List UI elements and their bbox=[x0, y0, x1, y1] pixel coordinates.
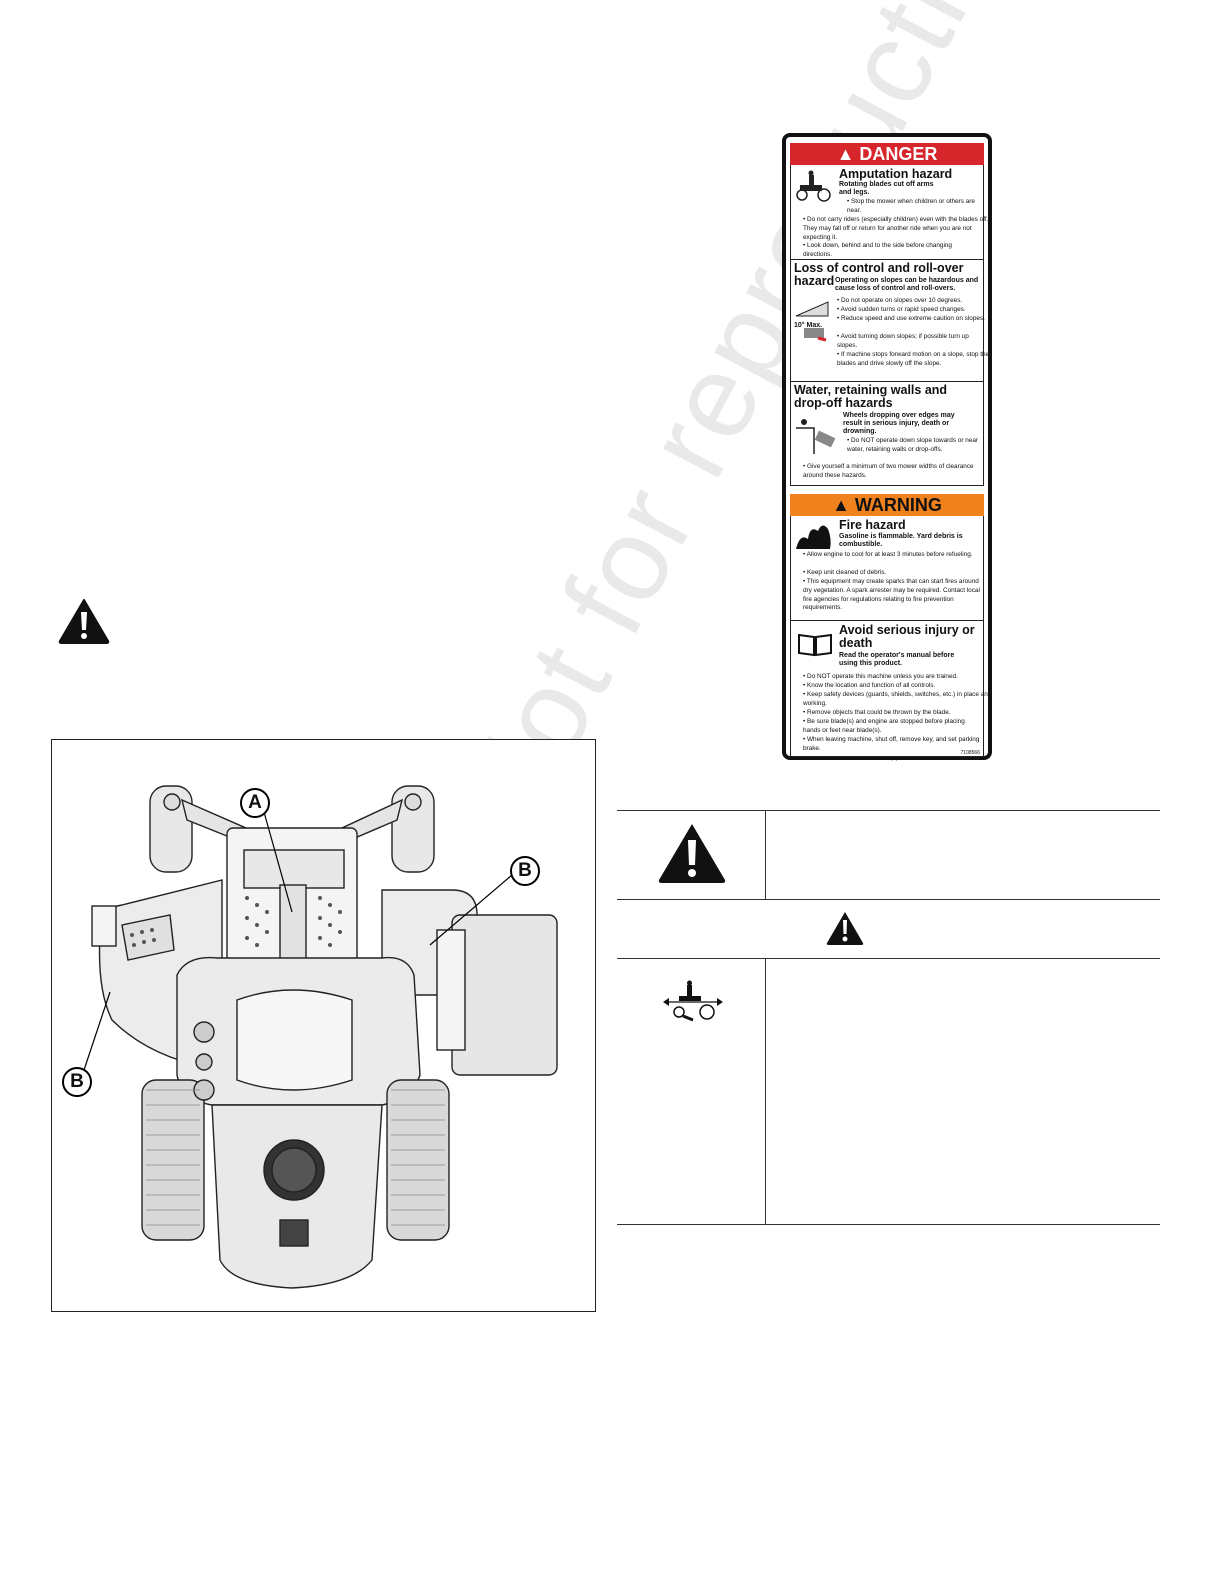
fire-bullet-2: • Keep unit cleaned of debris. bbox=[803, 569, 887, 576]
mower-top-view-drawing bbox=[83, 785, 558, 1289]
injury-bullet-4: • Remove objects that could be thrown by… bbox=[803, 709, 951, 716]
slope-max-label: 10° Max. bbox=[794, 322, 823, 329]
water-bullet-2: • Give yourself a minimum of two mower w… bbox=[803, 463, 974, 479]
warning-header: ▲ WARNING bbox=[790, 494, 984, 516]
injury-bullet-2: • Know the location and function of all … bbox=[803, 682, 936, 689]
injury-subtitle: Read the operator's manual before using … bbox=[839, 652, 955, 667]
rollover-section: Loss of control and roll-over hazard Ope… bbox=[790, 260, 989, 382]
callout-a: A bbox=[240, 788, 270, 818]
amputation-section: Amputation hazard Rotating blades cut of… bbox=[790, 165, 988, 260]
warning-triangle-icon bbox=[58, 599, 110, 644]
rollover-title: Loss of control and roll-over hazard bbox=[794, 261, 964, 288]
amputation-bullet-3: • Look down, behind and to the side befo… bbox=[803, 242, 952, 258]
warning-triangle-icon bbox=[826, 912, 864, 945]
amputation-subtitle: Rotating blades cut off arms and legs. bbox=[839, 181, 934, 196]
rollover-bullet-3: • Reduce speed and use extreme caution o… bbox=[837, 315, 985, 322]
amputation-bullet-1: • Stop the mower when children or others… bbox=[847, 198, 975, 214]
fire-icon bbox=[796, 525, 831, 549]
rollover-bullet-1: • Do not operate on slopes over 10 degre… bbox=[837, 297, 963, 304]
manual-book-icon bbox=[798, 633, 832, 657]
fire-title: Fire hazard bbox=[839, 518, 906, 532]
warning-triangle-icon bbox=[658, 824, 726, 883]
rollover-bullet-2: • Avoid sudden turns or rapid speed chan… bbox=[837, 306, 966, 313]
fire-section: Fire hazard Gasoline is flammable. Yard … bbox=[790, 516, 984, 621]
water-subtitle: Wheels dropping over edges may result in… bbox=[843, 412, 955, 435]
injury-bullet-5: • Be sure blade(s) and engine are stoppe… bbox=[803, 718, 965, 734]
injury-bullet-6: • When leaving machine, shut off, remove… bbox=[803, 736, 980, 752]
mower-rider-arrows-icon bbox=[663, 980, 723, 1022]
injury-bullet-1: • Do NOT operate this machine unless you… bbox=[803, 673, 958, 680]
fire-bullet-3: • This equipment may create sparks that … bbox=[803, 578, 980, 612]
water-title: Water, retaining walls and drop-off haza… bbox=[794, 383, 948, 410]
mower-figure: A B B bbox=[51, 739, 596, 1312]
rollover-subtitle: Operating on slopes can be hazardous and… bbox=[835, 277, 979, 292]
water-bullet-1: • Do NOT operate down slope towards or n… bbox=[847, 437, 979, 453]
rollover-bullet-4: • Avoid turning down slopes; if possible… bbox=[837, 333, 969, 349]
amputation-title: Amputation hazard bbox=[839, 167, 953, 181]
warning-header-text: WARNING bbox=[854, 495, 942, 515]
safety-table bbox=[617, 810, 1160, 1225]
callout-b-right: B bbox=[510, 856, 540, 886]
danger-header: ▲ DANGER bbox=[790, 143, 984, 165]
injury-section: Avoid serious injury or death Read the o… bbox=[790, 621, 991, 757]
injury-title: Avoid serious injury or death bbox=[839, 623, 975, 650]
footer-code: CAN ICES-3(B)/NMB-3 bbox=[866, 756, 913, 761]
part-number: 7108566 bbox=[960, 750, 980, 756]
fire-subtitle: Gasoline is flammable. Yard debris is co… bbox=[839, 533, 963, 548]
warning-triangle-icon: ▲ bbox=[836, 144, 860, 164]
mower-rider-icon bbox=[796, 170, 831, 202]
water-section: Water, retaining walls and drop-off haza… bbox=[790, 382, 984, 486]
rollover-bullet-5: • If machine stops forward motion on a s… bbox=[837, 351, 990, 367]
amputation-bullet-2: • Do not carry riders (especially childr… bbox=[803, 216, 989, 241]
safety-decal: ▲ DANGER Amputation hazard Rotating blad… bbox=[782, 133, 992, 761]
fire-bullet-1: • Allow engine to cool for at least 3 mi… bbox=[803, 551, 973, 558]
injury-bullet-3: • Keep safety devices (guards, shields, … bbox=[803, 691, 992, 707]
slope-icon bbox=[795, 301, 829, 342]
drop-off-icon bbox=[796, 419, 836, 454]
callout-b-left: B bbox=[62, 1067, 92, 1097]
warning-triangle-icon: ▲ bbox=[832, 495, 855, 515]
danger-header-text: DANGER bbox=[859, 144, 938, 164]
